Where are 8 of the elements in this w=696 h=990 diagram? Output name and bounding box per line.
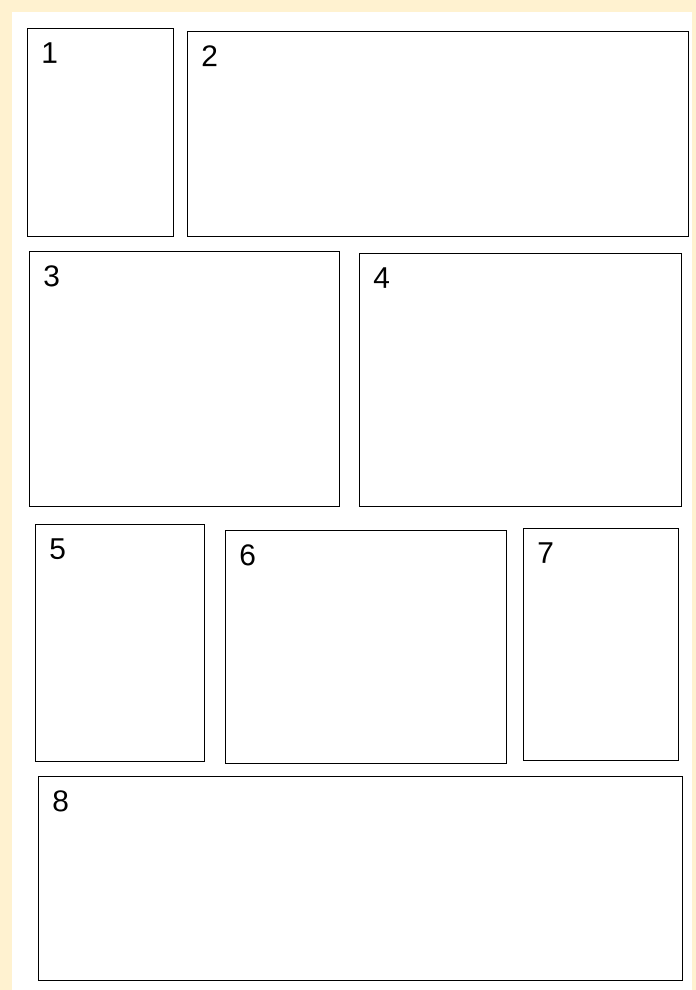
comic-panel: 6 [225,530,507,764]
comic-panel: 3 [29,251,340,507]
comic-panel: 4 [359,253,682,507]
comic-panel: 1 [27,28,174,237]
comic-panel: 5 [35,524,205,762]
comic-panel: 8 [38,776,683,981]
comic-panel: 7 [523,528,679,761]
comic-panel: 2 [187,31,689,237]
